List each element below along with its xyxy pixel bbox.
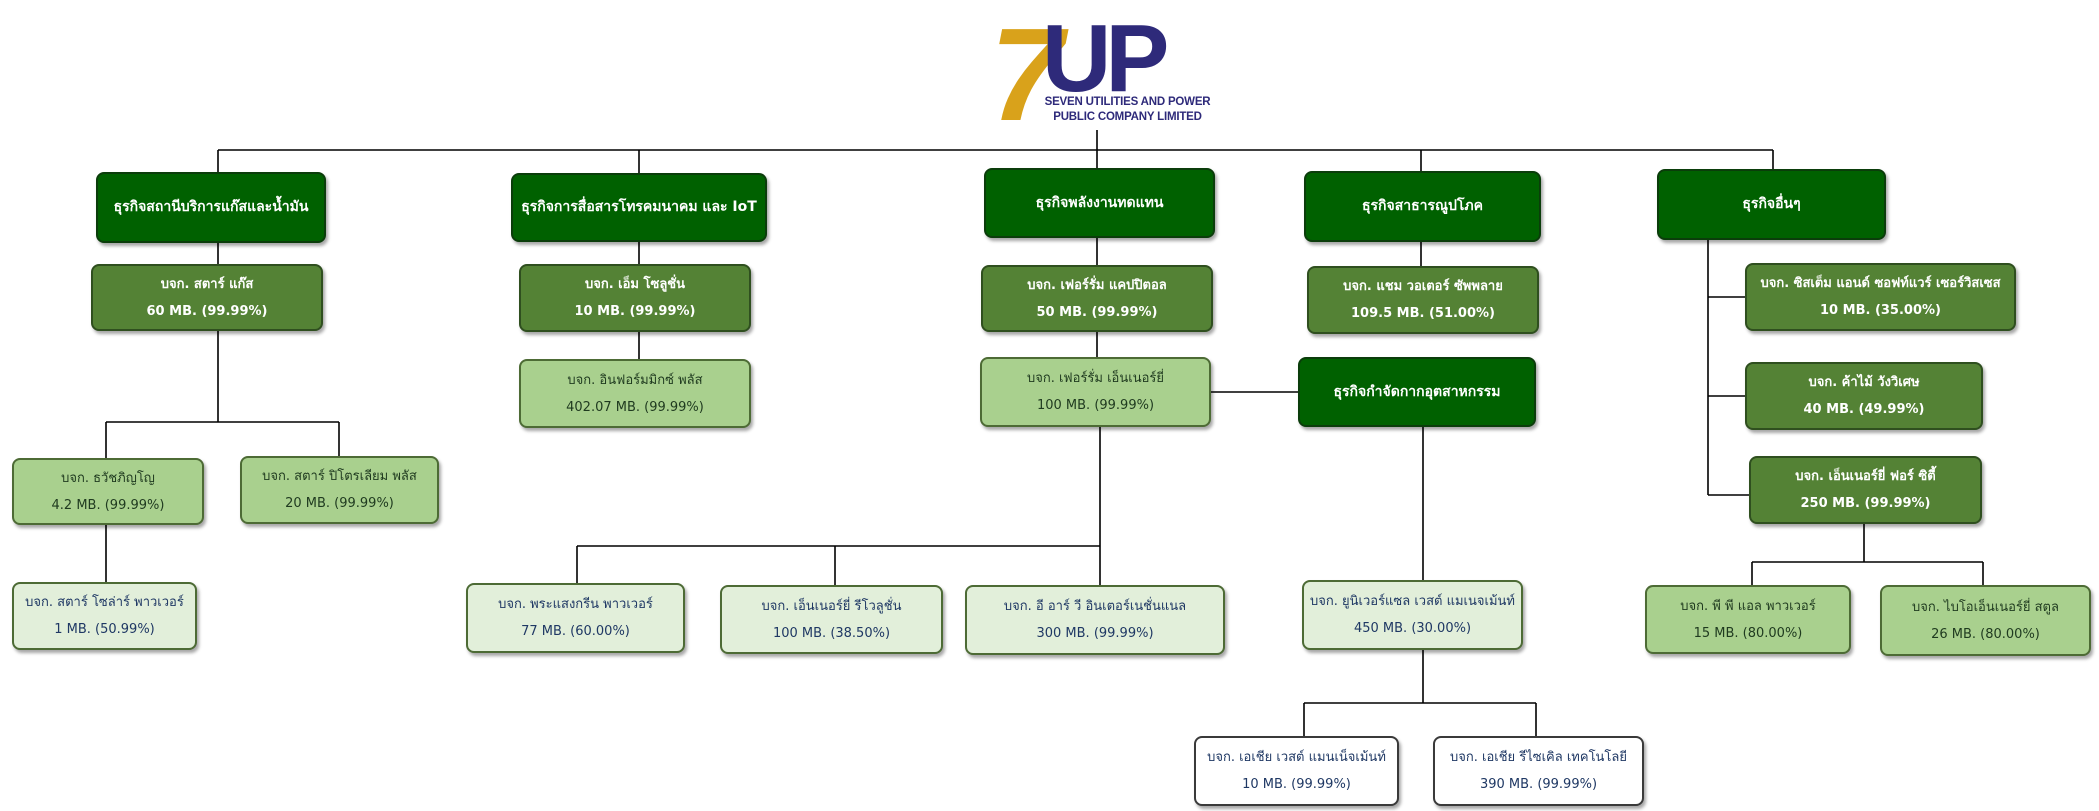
company-name: บจก. เอ็ม โซลูชั่น [584, 277, 686, 292]
logo-seven: 7 [990, 5, 1069, 130]
company-capital: 20 MB. (99.99%) [285, 496, 394, 511]
category-utilities: ธุรกิจสาธารณูปโภค [1304, 171, 1541, 242]
node-title: ธุรกิจสาธารณูปโภค [1361, 198, 1484, 214]
company-name: บจก. สตาร์ โซล่าร์ พาวเวอร์ [25, 595, 184, 610]
node-title: ธุรกิจสถานีบริการแก๊สและน้ำมัน [113, 199, 309, 215]
company-m-solution: บจก. เอ็ม โซลูชั่น 10 MB. (99.99%) [519, 264, 751, 332]
company-energy-revolution: บจก. เอ็นเนอร์ยี่ รีโวลูชั่น 100 MB. (38… [720, 585, 943, 654]
logo-line2: PUBLIC COMPANY LIMITED [1053, 111, 1202, 123]
company-name: บจก. แชม วอเตอร์ ซัพพลาย [1343, 279, 1503, 294]
company-bio-energy: บจก. ไบโอเอ็นเนอร์ยี่ สตูล 26 MB. (80.00… [1880, 585, 2091, 656]
company-capital: 15 MB. (80.00%) [1693, 625, 1803, 641]
company-name: บจก. เอ็นเนอร์ยี่ ฟอร์ ซิตี้ [1795, 469, 1936, 484]
company-name: บจก. อี อาร์ วี อินเตอร์เนชั่นแนล [1003, 599, 1187, 614]
company-name: บจก. ค้าไม้ วังวิเศษ [1808, 375, 1920, 390]
category-renewable-energy: ธุรกิจพลังงานทดแทน [984, 168, 1215, 238]
company-capital: 450 MB. (30.00%) [1353, 621, 1472, 636]
company-forum-capital: บจก. เฟอร์รั่ม แคปปิตอล 50 MB. (99.99%) [981, 265, 1213, 332]
company-capital: 402.07 MB. (99.99%) [566, 399, 704, 415]
company-name: บจก. พระแสงกรีน พาวเวอร์ [498, 597, 653, 612]
company-wat-panya: บจก. ธวัชภิญโญ 4.2 MB. (99.99%) [12, 458, 204, 525]
company-capital: 4.2 MB. (99.99%) [51, 497, 165, 513]
category-gas-stations: ธุรกิจสถานีบริการแก๊สและน้ำมัน [96, 172, 326, 243]
company-name: บจก. สตาร์ แก๊ส [160, 276, 254, 292]
company-star-petroleum: บจก. สตาร์ ปิโตรเลียม พลัส 20 MB. (99.99… [240, 456, 439, 524]
company-capital: 100 MB. (38.50%) [772, 625, 891, 641]
company-name: บจก. สตาร์ ปิโตรเลียม พลัส [262, 469, 417, 484]
node-title: ธุรกิจพลังงานทดแทน [1035, 194, 1164, 211]
company-universal-waste: บจก. ยูนิเวอร์แซล เวสต์ แมเนจเม้นท์ 450 … [1302, 580, 1523, 650]
company-system-software: บจก. ซิสเต็ม แอนด์ ซอฟท์แวร์ เซอร์วิสเซส… [1745, 263, 2016, 331]
company-capital: 100 MB. (99.99%) [1036, 398, 1155, 413]
company-capital: 390 MB. (99.99%) [1479, 777, 1598, 792]
company-name: บจก. อินฟอร์มมิกซ์ พลัส [567, 372, 703, 388]
company-logo: 7 UP [990, 5, 1172, 130]
company-ppl-power: บจก. พี พี แอล พาวเวอร์ 15 MB. (80.00%) [1645, 585, 1851, 654]
company-name: บจก. เฟอร์รั่ม แคปปิตอล [1027, 277, 1167, 293]
company-asia-waste: บจก. เอเชีย เวสต์ แมนเน็จเม้นท์ 10 MB. (… [1194, 736, 1399, 806]
category-other: ธุรกิจอื่นๆ [1657, 169, 1886, 240]
company-asia-recycle: บจก. เอเชีย รีไซเคิล เทคโนโลยี 390 MB. (… [1433, 736, 1644, 806]
company-forum-energy: บจก. เฟอร์รั่ม เอ็นเนอร์ยี่ 100 MB. (99.… [980, 357, 1211, 427]
node-title: ธุรกิจอื่นๆ [1742, 196, 1801, 212]
company-name: บจก. เอเชีย เวสต์ แมนเน็จเม้นท์ [1207, 750, 1386, 765]
company-capital: 300 MB. (99.99%) [1036, 626, 1154, 641]
node-title: ธุรกิจกำจัดกากอุตสาหกรรม [1333, 383, 1501, 400]
company-champ-water: บจก. แชม วอเตอร์ ซัพพลาย 109.5 MB. (51.0… [1307, 266, 1539, 334]
category-telecom-iot: ธุรกิจการสื่อสารโทรคมนาคม และ IoT [511, 173, 767, 242]
company-capital: 26 MB. (80.00%) [1931, 626, 2040, 642]
category-waste-management: ธุรกิจกำจัดกากอุตสาหกรรม [1298, 357, 1536, 427]
company-capital: 10 MB. (99.99%) [574, 304, 696, 319]
company-name: บจก. เอเชีย รีไซเคิล เทคโนโลยี [1450, 750, 1627, 765]
company-erv-international: บจก. อี อาร์ วี อินเตอร์เนชั่นแนล 300 MB… [965, 585, 1225, 655]
company-name: บจก. พี พี แอล พาวเวอร์ [1680, 598, 1816, 614]
company-name: บจก. ธวัชภิญโญ [61, 470, 155, 486]
company-capital: 50 MB. (99.99%) [1036, 304, 1158, 320]
company-capital: 10 MB. (99.99%) [1242, 777, 1351, 792]
company-name: บจก. เอ็นเนอร์ยี่ รีโวลูชั่น [761, 598, 902, 614]
company-name: บจก. ยูนิเวอร์แซล เวสต์ แมเนจเม้นท์ [1310, 594, 1515, 609]
company-name: บจก. ไบโอเอ็นเนอร์ยี่ สตูล [1912, 599, 2059, 615]
company-capital: 250 MB. (99.99%) [1800, 496, 1931, 511]
company-star-gas: บจก. สตาร์ แก๊ส 60 MB. (99.99%) [91, 264, 323, 331]
company-capital: 77 MB. (60.00%) [521, 624, 630, 639]
company-capital: 10 MB. (35.00%) [1820, 303, 1941, 318]
logo-up: UP [1042, 5, 1166, 112]
company-inform-mix: บจก. อินฟอร์มมิกซ์ พลัส 402.07 MB. (99.9… [519, 359, 751, 428]
company-star-solar: บจก. สตาร์ โซล่าร์ พาวเวอร์ 1 MB. (50.99… [12, 582, 197, 650]
logo-line1: SEVEN UTILITIES AND POWER [1044, 96, 1211, 108]
node-title: ธุรกิจการสื่อสารโทรคมนาคม และ IoT [521, 199, 757, 215]
company-capital: 1 MB. (50.99%) [54, 622, 155, 637]
company-capital: 40 MB. (49.99%) [1803, 402, 1925, 417]
company-name: บจก. เฟอร์รั่ม เอ็นเนอร์ยี่ [1026, 371, 1164, 386]
company-pra-sang-green: บจก. พระแสงกรีน พาวเวอร์ 77 MB. (60.00%) [466, 583, 685, 653]
company-energy-for-city: บจก. เอ็นเนอร์ยี่ ฟอร์ ซิตี้ 250 MB. (99… [1749, 456, 1982, 524]
company-capital: 60 MB. (99.99%) [146, 303, 268, 319]
company-capital: 109.5 MB. (51.00%) [1351, 306, 1495, 321]
company-name: บจก. ซิสเต็ม แอนด์ ซอฟท์แวร์ เซอร์วิสเซส [1760, 276, 2001, 291]
company-lumber: บจก. ค้าไม้ วังวิเศษ 40 MB. (49.99%) [1745, 362, 1983, 430]
